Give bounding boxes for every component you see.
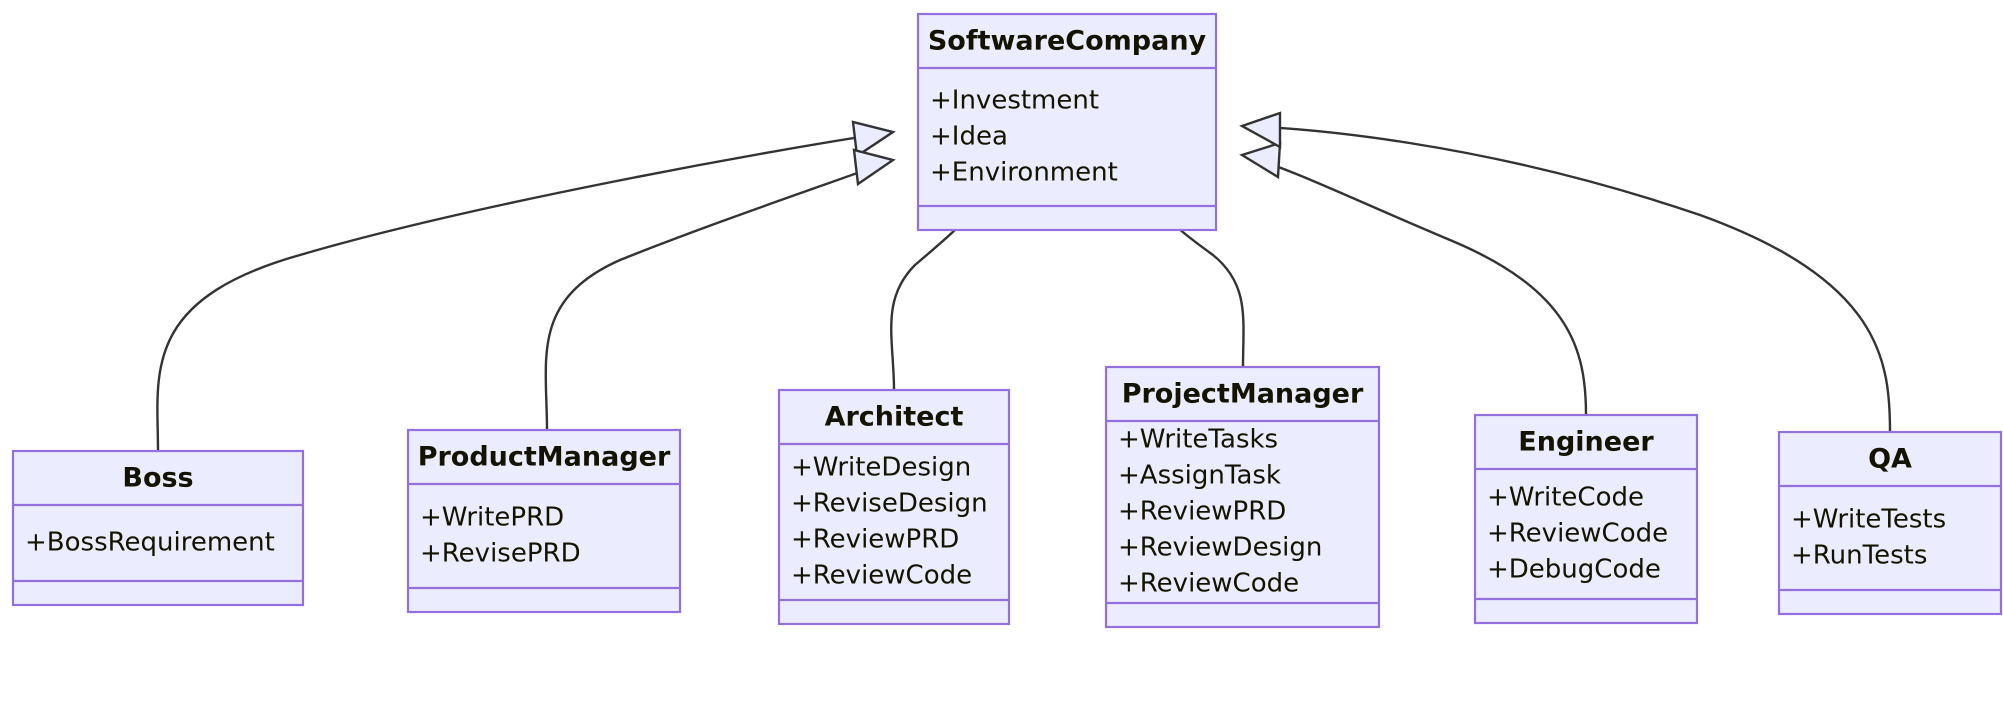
class-box-outline-product-manager: [406, 428, 682, 614]
generalization-arrow-icon-product-manager: [852, 148, 896, 187]
edge-line-engineer: [1241, 153, 1588, 416]
class-attribute-project-manager-3: +ReviewDesign: [1118, 533, 1322, 563]
class-box-engineer[interactable]: Engineer +WriteCode +ReviewCode +DebugCode: [1473, 413, 1699, 625]
class-box-project-manager[interactable]: ProjectManager +WriteTasks +AssignTask +Rev…: [1104, 365, 1381, 629]
class-box-outline-project-manager: [1104, 365, 1381, 629]
class-attribute-project-manager-0: +WriteTasks: [1118, 425, 1278, 455]
class-box-boss[interactable]: Boss +BossRequirement: [11, 449, 305, 607]
generalization-arrow-icon-engineer: [1239, 141, 1282, 180]
classes-layer: SoftwareCompany +Investment +Idea +Environm…: [11, 12, 2003, 629]
class-attribute-project-manager-4: +ReviewCode: [1118, 569, 1299, 599]
class-attribute-architect-1: +ReviseDesign: [791, 489, 988, 519]
generalization-edge-product-manager: [544, 148, 896, 431]
generalization-arrow-icon-qa: [1239, 111, 1282, 150]
class-attribute-boss-0: +BossRequirement: [25, 528, 275, 558]
class-box-outline-software-company: [916, 12, 1218, 232]
class-attribute-qa-0: +WriteTests: [1791, 505, 1946, 535]
class-attribute-architect-2: +ReviewPRD: [791, 525, 959, 555]
class-attribute-engineer-2: +DebugCode: [1487, 555, 1661, 585]
class-box-outline-architect: [777, 388, 1011, 626]
class-name-product-manager: ProductManager: [418, 442, 671, 473]
class-name-qa: QA: [1868, 444, 1912, 475]
class-name-engineer: Engineer: [1518, 427, 1654, 458]
edge-line-boss: [156, 130, 894, 452]
class-attribute-software-company-0: +Investment: [930, 86, 1099, 116]
class-attribute-project-manager-1: +AssignTask: [1118, 461, 1281, 491]
generalization-edge-boss: [156, 120, 896, 452]
class-attribute-engineer-1: +ReviewCode: [1487, 519, 1668, 549]
class-attribute-qa-1: +RunTests: [1791, 541, 1927, 571]
class-attribute-product-manager-0: +WritePRD: [420, 503, 564, 533]
generalization-edge-engineer: [1239, 141, 1588, 416]
edge-line-architect: [890, 227, 958, 391]
class-name-software-company: SoftwareCompany: [928, 26, 1207, 57]
class-attribute-project-manager-2: +ReviewPRD: [1118, 497, 1286, 527]
generalization-arrow-icon-boss: [851, 120, 896, 159]
edge-line-qa: [1241, 124, 1892, 433]
class-box-software-company[interactable]: SoftwareCompany +Investment +Idea +Environm…: [916, 12, 1218, 232]
class-name-architect: Architect: [825, 402, 964, 433]
class-name-boss: Boss: [122, 463, 193, 494]
class-box-outline-qa: [1777, 430, 2003, 616]
generalization-edge-qa: [1239, 111, 1892, 433]
class-name-project-manager: ProjectManager: [1122, 379, 1364, 410]
edge-line-product-manager: [544, 158, 894, 431]
class-box-qa[interactable]: QA +WriteTests +RunTests: [1777, 430, 2003, 616]
class-box-product-manager[interactable]: ProductManager +WritePRD +RevisePRD: [406, 428, 682, 614]
edge-line-project-manager: [1177, 227, 1245, 368]
class-box-architect[interactable]: Architect +WriteDesign +ReviseDesign +Revie…: [777, 388, 1011, 626]
class-attribute-software-company-1: +Idea: [930, 122, 1008, 152]
class-attribute-product-manager-1: +RevisePRD: [420, 539, 581, 569]
class-attribute-engineer-0: +WriteCode: [1487, 483, 1644, 513]
class-box-outline-boss: [11, 449, 305, 607]
class-attribute-architect-0: +WriteDesign: [791, 453, 971, 483]
class-attribute-architect-3: +ReviewCode: [791, 561, 972, 591]
class-box-outline-engineer: [1473, 413, 1699, 625]
class-attribute-software-company-2: +Environment: [930, 158, 1118, 188]
